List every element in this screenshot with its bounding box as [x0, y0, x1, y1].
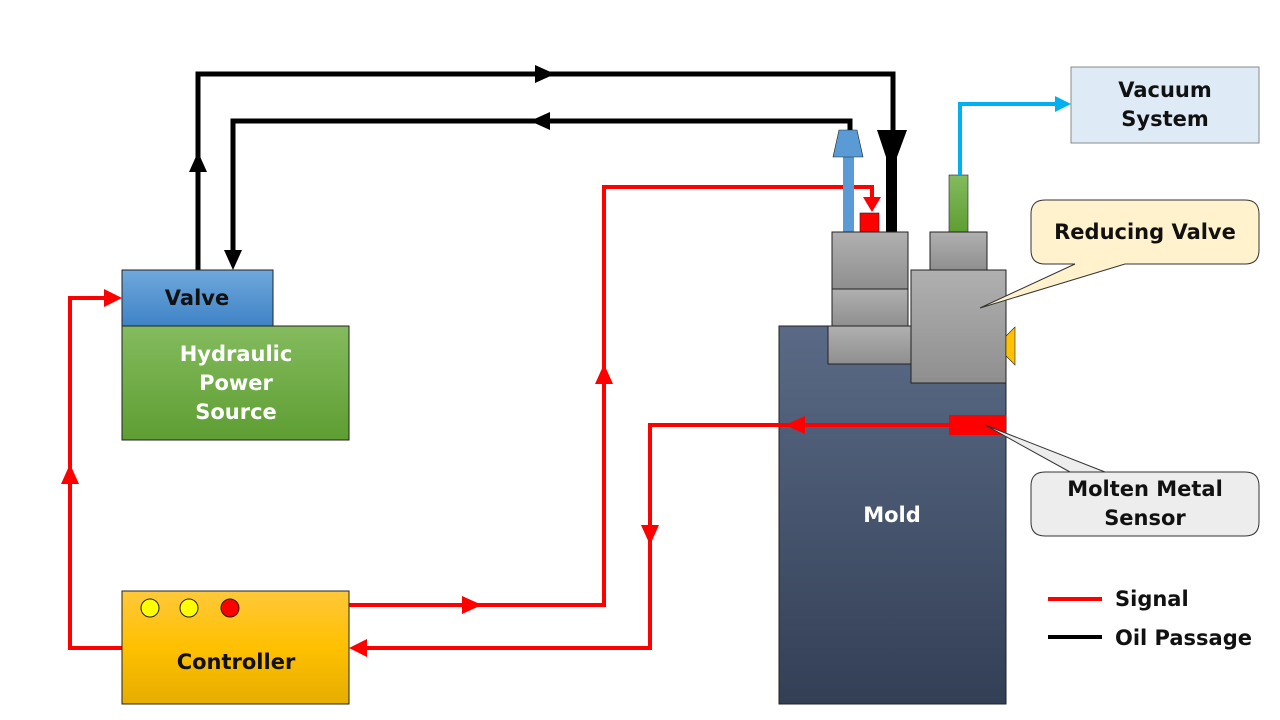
- reducing-valve-label: Reducing Valve: [1054, 220, 1236, 244]
- signal-controller-to-valve: [61, 289, 122, 650]
- valve-box: [121, 269, 274, 327]
- arrow-up-icon: [61, 464, 79, 484]
- signal-sensor-to-controller: [349, 416, 949, 657]
- oil-outlet-nozzle: [832, 129, 864, 158]
- oil-inlet-pipe: [886, 155, 897, 232]
- cylinder-block-middle: [831, 288, 909, 327]
- arrow-down-icon: [641, 525, 659, 545]
- oil-inlet-nozzle: [877, 130, 907, 157]
- signal-controller-to-mold: [349, 185, 881, 614]
- molten-metal-sensor-callout: Molten Metal Sensor: [984, 424, 1260, 537]
- hydraulic-label-line3: Source: [195, 400, 277, 424]
- hydraulic-label-line2: Power: [199, 371, 273, 395]
- arrow-up-icon: [595, 364, 613, 384]
- molten-metal-sensor: [949, 415, 1006, 435]
- reducing-valve-body: [910, 269, 1007, 384]
- vacuum-label-line2: System: [1121, 107, 1208, 131]
- vacuum-system-box: [1070, 66, 1260, 144]
- controller-label: Controller: [177, 650, 296, 674]
- vacuum-pipe: [948, 174, 969, 233]
- controller-lamp-red: [220, 598, 240, 618]
- hydraulic-label-line1: Hydraulic: [180, 342, 293, 366]
- legend-signal-label: Signal: [1115, 587, 1189, 611]
- reducing-valve-callout: Reducing Valve: [979, 199, 1260, 309]
- oil-outlet-pipe: [843, 157, 854, 232]
- oil-passage-return: [224, 112, 853, 270]
- arrow-left-icon: [349, 639, 367, 657]
- hydraulic-power-source-box: [121, 325, 350, 441]
- oil-passage-supply: [189, 65, 896, 270]
- sensor-label-line2: Sensor: [1104, 506, 1186, 530]
- arrow-down-icon: [863, 197, 881, 212]
- reducing-valve-top: [929, 231, 988, 271]
- legend: Signal Oil Passage: [1048, 587, 1252, 650]
- controller-lamp-yellow: [140, 598, 160, 618]
- signal-actuator: [859, 212, 880, 233]
- arrow-down-icon: [224, 250, 242, 270]
- mold-label: Mold: [863, 503, 921, 527]
- cylinder-block-upper: [831, 231, 909, 290]
- arrow-right-icon: [104, 289, 122, 307]
- arrow-right-icon: [535, 65, 555, 83]
- arrow-left-icon: [785, 416, 805, 434]
- controller-lamp-yellow: [179, 598, 199, 618]
- cylinder-block-base: [827, 325, 912, 365]
- reducing-valve-knob: [1005, 326, 1016, 366]
- legend-oil-label: Oil Passage: [1115, 626, 1252, 650]
- vacuum-line: [958, 96, 1071, 175]
- vacuum-label-line1: Vacuum: [1118, 78, 1212, 102]
- arrow-left-icon: [530, 112, 550, 130]
- valve-label: Valve: [165, 286, 229, 310]
- mold-box: [778, 325, 1007, 705]
- arrow-right-icon: [1055, 96, 1071, 112]
- sensor-label-line1: Molten Metal: [1067, 477, 1223, 501]
- arrow-up-icon: [189, 152, 207, 172]
- arrow-right-icon: [462, 596, 482, 614]
